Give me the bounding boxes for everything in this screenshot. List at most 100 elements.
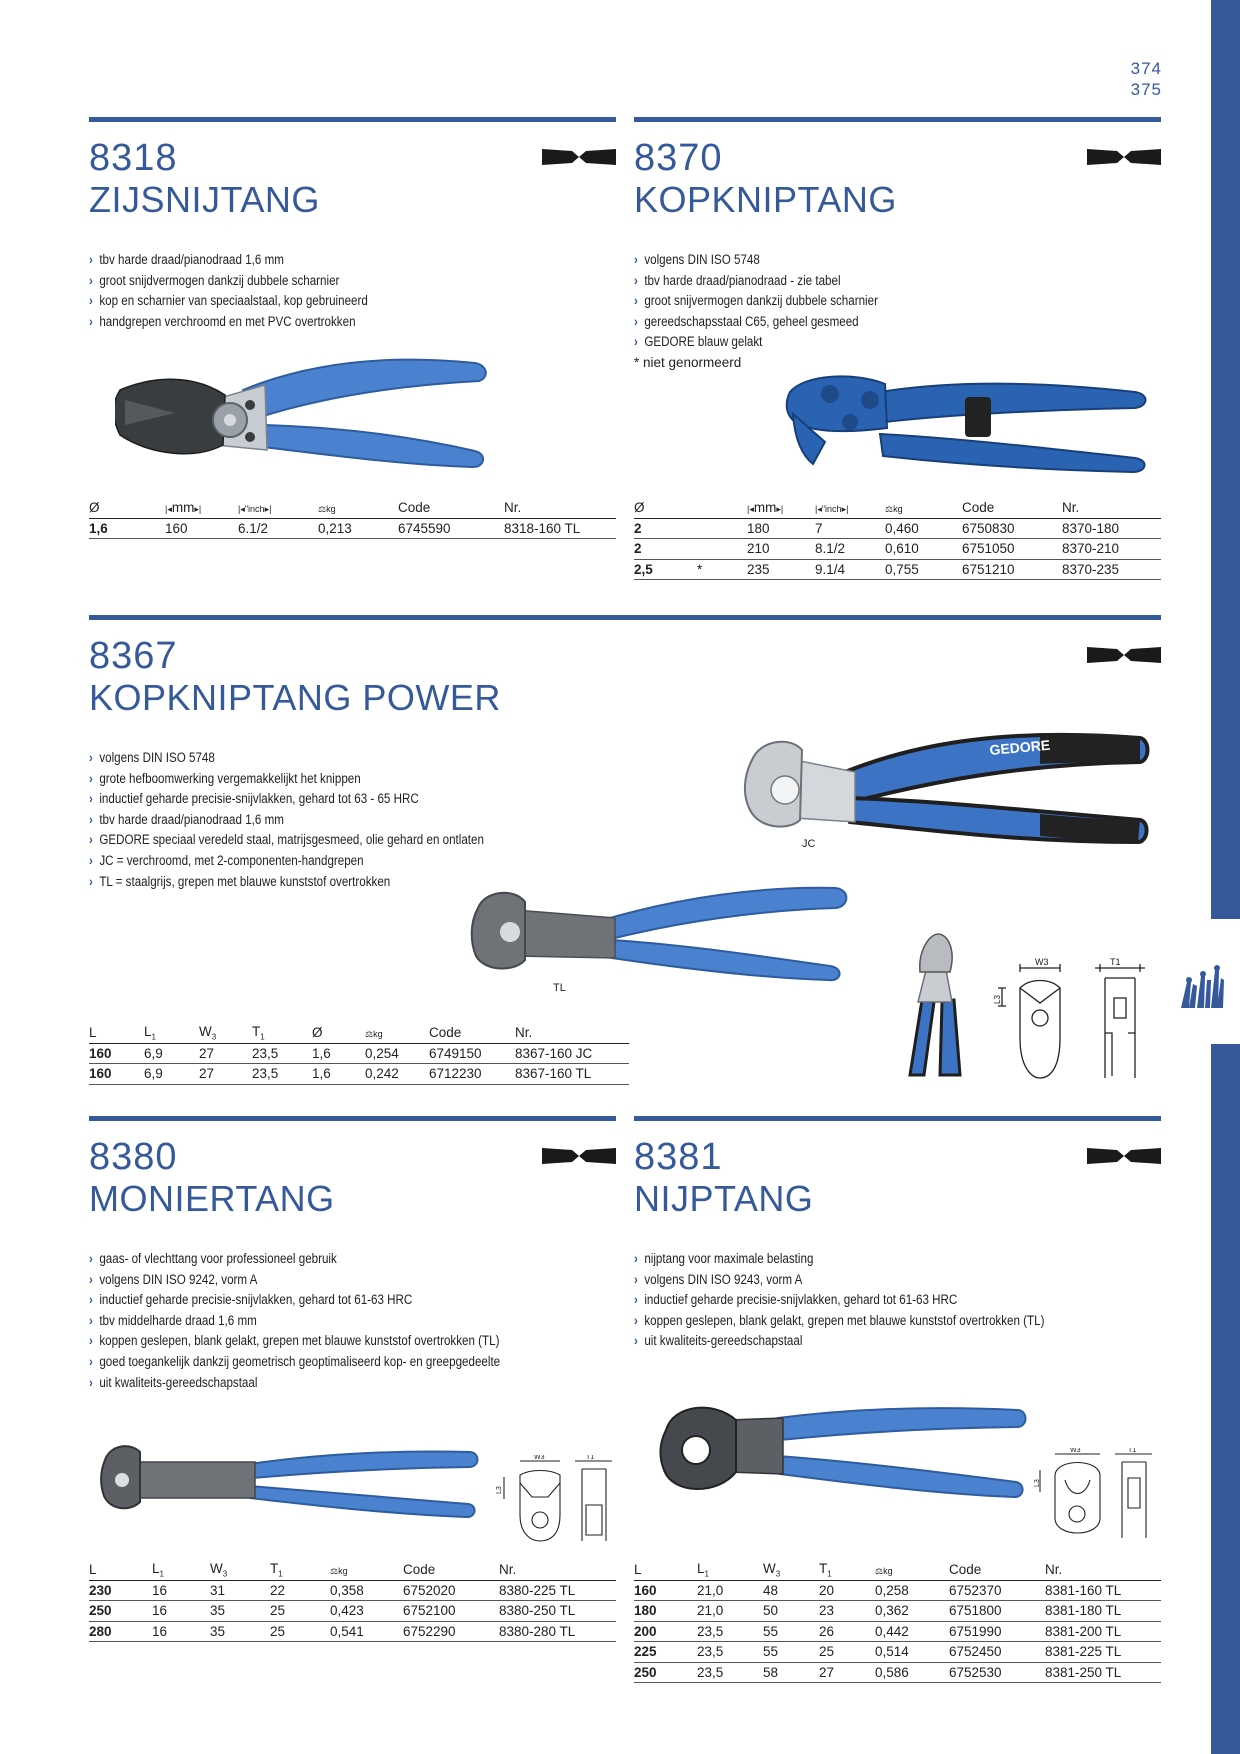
table-cell: 48 bbox=[763, 1580, 819, 1601]
table-cell: 1,6 bbox=[312, 1043, 365, 1064]
feature-list: ›tbv harde draad/pianodraad 1,6 mm ›groo… bbox=[89, 250, 413, 332]
table-cell: 235 bbox=[747, 559, 815, 580]
table-cell: 23,5 bbox=[697, 1621, 763, 1642]
section-8381: 8381 NIJPTANG ›nijptang voor maximale be… bbox=[634, 1116, 1161, 1556]
table-cell: 16 bbox=[152, 1600, 210, 1622]
table-cell: * bbox=[697, 559, 747, 580]
feature-item: ›nijptang voor maximale belasting bbox=[634, 1251, 814, 1266]
product-code: 8381 bbox=[634, 1136, 723, 1178]
table-cell: 21,0 bbox=[697, 1600, 763, 1622]
col-header: L1 bbox=[152, 1560, 210, 1581]
table-cell: 9.1/4 bbox=[815, 559, 885, 580]
table-cell: 27 bbox=[819, 1662, 875, 1683]
table-cell: 6745590 bbox=[398, 518, 504, 539]
col-header: ⚖kg bbox=[885, 498, 962, 519]
feature-item: ›gereedschapsstaal C65, geheel gesmeed bbox=[634, 313, 859, 329]
col-header: W3 bbox=[210, 1560, 270, 1581]
table-cell: 250 bbox=[634, 1662, 697, 1683]
table-cell: 26 bbox=[819, 1621, 875, 1642]
table-cell: 21,0 bbox=[697, 1580, 763, 1601]
col-header: Ø bbox=[89, 498, 165, 519]
table-cell: 230 bbox=[89, 1580, 152, 1601]
table-cell: 8367-160 JC bbox=[515, 1043, 629, 1064]
col-header: Code bbox=[429, 1023, 515, 1044]
table-cell: 23,5 bbox=[697, 1662, 763, 1683]
table-cell: 0,254 bbox=[365, 1043, 429, 1064]
dimension-diagram-8367: W3 T1 L3 bbox=[993, 958, 1145, 1079]
table-cell: 27 bbox=[199, 1043, 252, 1064]
dim-label-l3: L3 bbox=[1034, 1479, 1041, 1487]
feature-item: ›JC = verchroomd, met 2-componenten-hand… bbox=[89, 852, 364, 868]
table-header-row: L L1 W3 T1 ⚖kg Code Nr. bbox=[89, 1560, 616, 1581]
table-cell: 8370-235 bbox=[1062, 559, 1161, 580]
table-cell: 8318-160 TL bbox=[504, 518, 616, 539]
feature-item: ›inductief geharde precisie-snijvlakken,… bbox=[89, 1292, 413, 1308]
feature-item: ›uit kwaliteits-gereedschapstaal bbox=[634, 1333, 803, 1349]
table-header-row: Ø |◂mm▸| |◂"inch▸| ⚖kg Code Nr. bbox=[634, 498, 1161, 519]
table-cell: 8380-280 TL bbox=[499, 1621, 616, 1642]
product-code: 8370 bbox=[634, 137, 723, 179]
table-cell: 8381-200 TL bbox=[1045, 1621, 1161, 1642]
feature-list: ›gaas- of vlechttang voor professioneel … bbox=[89, 1249, 567, 1393]
col-header: T1 bbox=[819, 1560, 875, 1581]
table-cell: 8370-210 bbox=[1062, 538, 1161, 560]
col-header: ⚖kg bbox=[365, 1023, 429, 1044]
feature-list: ›volgens DIN ISO 5748 ›tbv harde draad/p… bbox=[634, 250, 918, 353]
feature-item: ›koppen geslepen, blank gelakt, grepen m… bbox=[634, 1312, 1045, 1328]
table-cell: 8381-225 TL bbox=[1045, 1641, 1161, 1663]
cutting-edge-icon bbox=[1087, 647, 1161, 663]
col-header: Code bbox=[962, 498, 1062, 519]
table-cell: 50 bbox=[763, 1600, 819, 1622]
col-header: |◂mm▸| bbox=[747, 498, 815, 519]
col-header: Nr. bbox=[504, 498, 616, 519]
table-cell: 160 bbox=[89, 1063, 144, 1085]
table-cell bbox=[697, 518, 747, 539]
table-cell: 55 bbox=[763, 1621, 819, 1642]
feature-item: ›goed toegankelijk dankzij geometrisch g… bbox=[89, 1353, 501, 1369]
col-header: T1 bbox=[252, 1023, 312, 1044]
col-header: L bbox=[89, 1560, 152, 1581]
col-header: Ø bbox=[312, 1023, 365, 1044]
table-cell: 200 bbox=[634, 1621, 697, 1642]
table-cell: 23,5 bbox=[252, 1043, 312, 1064]
product-code: 8367 bbox=[89, 635, 178, 677]
col-header: Nr. bbox=[515, 1023, 629, 1044]
product-name: MONIERTANG bbox=[89, 1178, 335, 1219]
table-cell: 20 bbox=[819, 1580, 875, 1601]
table-row: 1,6 160 6.1/2 0,213 6745590 8318-160 TL bbox=[89, 518, 616, 539]
col-header: Code bbox=[403, 1560, 499, 1581]
product-photo-8381 bbox=[659, 1406, 1027, 1498]
product-code: 8318 bbox=[89, 137, 178, 179]
table-cell: 6752450 bbox=[949, 1641, 1045, 1663]
col-header: T1 bbox=[270, 1560, 330, 1581]
table-cell: 0,423 bbox=[330, 1600, 403, 1622]
brand-label: GEDORE bbox=[989, 737, 1051, 758]
table-cell: 210 bbox=[747, 538, 815, 560]
feature-item: ›GEDORE speciaal veredeld staal, matrijs… bbox=[89, 832, 484, 848]
col-header: Code bbox=[949, 1560, 1045, 1581]
col-header: |◂"inch▸| bbox=[815, 498, 885, 519]
table-cell: 180 bbox=[747, 518, 815, 539]
table-cell: 160 bbox=[89, 1043, 144, 1064]
table-cell: 8381-160 TL bbox=[1045, 1580, 1161, 1601]
page-number-left: 374 bbox=[1130, 59, 1162, 78]
feature-item: ›handgrepen verchroomd en met PVC overtr… bbox=[89, 313, 356, 329]
table-cell: 0,362 bbox=[875, 1600, 949, 1622]
section-8367: 8367 KOPKNIPTANG POWER ›volgens DIN ISO … bbox=[89, 615, 1161, 1095]
pliers-category-icon bbox=[1181, 965, 1224, 1008]
feature-item: ›grote hefboomwerking vergemakkelijkt he… bbox=[89, 770, 361, 786]
table-cell: 8381-250 TL bbox=[1045, 1662, 1161, 1683]
product-photo-8367-jc: GEDORE bbox=[744, 732, 1150, 845]
table-cell: 8367-160 TL bbox=[515, 1063, 629, 1085]
table-cell: 0,586 bbox=[875, 1662, 949, 1683]
table-cell: 16 bbox=[152, 1621, 210, 1642]
dim-label-t1: T1 bbox=[1128, 1448, 1136, 1454]
table-header-row: Ø |◂mm▸| |◂"inch▸| ⚖kg Code Nr. bbox=[89, 498, 616, 519]
table-cell: 8380-250 TL bbox=[499, 1600, 616, 1622]
section-divider bbox=[634, 1116, 1161, 1121]
